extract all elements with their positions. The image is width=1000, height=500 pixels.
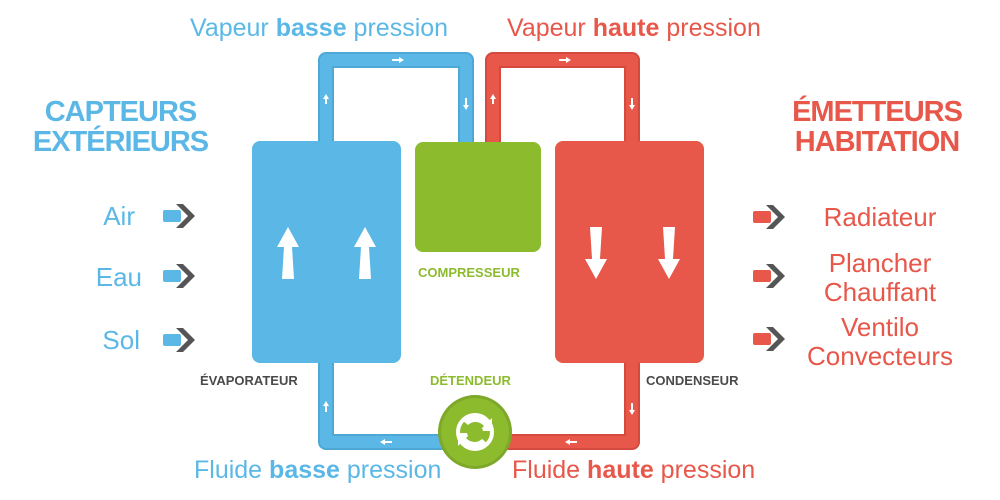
flow-arrow-up-icon	[490, 94, 496, 104]
arrow-down-icon	[585, 227, 607, 279]
arrow-up-icon	[354, 227, 376, 279]
left-panel-title: CAPTEURS EXTÉRIEURS	[32, 96, 209, 158]
arrow-up-icon	[277, 227, 299, 279]
label-high-fluid: Fluide haute pression	[512, 456, 756, 484]
flow-arrow-down-icon	[463, 98, 469, 110]
left-input-arrows	[163, 204, 195, 352]
input-sol: Sol	[102, 325, 140, 355]
flow-arrow-down-icon	[629, 403, 635, 415]
output-radiateur: Radiateur	[823, 202, 937, 232]
label-high-vapor: Vapeur haute pression	[507, 14, 761, 42]
right-output-arrows	[753, 205, 785, 351]
recycle-icon	[456, 413, 494, 451]
flow-arrow-right-icon	[559, 57, 571, 63]
expander-valve	[438, 395, 512, 469]
chevron-right-icon	[163, 328, 195, 352]
chevron-right-icon	[163, 264, 195, 288]
chevron-right-icon	[163, 204, 195, 228]
input-air: Air	[103, 201, 135, 231]
label-low-vapor: Vapeur basse pression	[190, 14, 449, 42]
pipe-low-vapor	[318, 52, 474, 142]
right-panel-title: ÉMETTEURS HABITATION	[792, 96, 963, 158]
output-ventilo-convecteurs: Ventilo Convecteurs	[807, 312, 953, 371]
condenser-box	[555, 141, 704, 363]
label-low-fluid: Fluide basse pression	[194, 456, 442, 484]
flow-arrow-down-icon	[629, 98, 635, 110]
pipe-high-vapor	[485, 52, 640, 142]
flow-arrow-up-icon	[323, 401, 329, 412]
arrow-down-icon	[658, 227, 680, 279]
evaporator-box	[252, 141, 401, 363]
evaporator-label: ÉVAPORATEUR	[200, 373, 298, 388]
condenser-label: CONDENSEUR	[646, 373, 739, 388]
flow-arrow-right-icon	[392, 57, 404, 63]
pipe-low-fluid	[318, 362, 445, 450]
chevron-right-icon	[753, 205, 785, 229]
flow-arrow-left-icon	[565, 439, 577, 445]
output-plancher-chauffant: Plancher Chauffant	[823, 248, 937, 307]
compressor-box	[415, 142, 541, 252]
flow-arrow-left-icon	[380, 439, 392, 445]
flow-arrows	[323, 57, 635, 445]
chevron-right-icon	[753, 264, 785, 288]
pipe-high-fluid	[505, 362, 640, 450]
expander-label: DÉTENDEUR	[430, 373, 511, 388]
input-eau: Eau	[95, 262, 142, 292]
compressor-label: COMPRESSEUR	[418, 265, 520, 280]
flow-arrow-up-icon	[323, 94, 329, 104]
chevron-right-icon	[753, 327, 785, 351]
